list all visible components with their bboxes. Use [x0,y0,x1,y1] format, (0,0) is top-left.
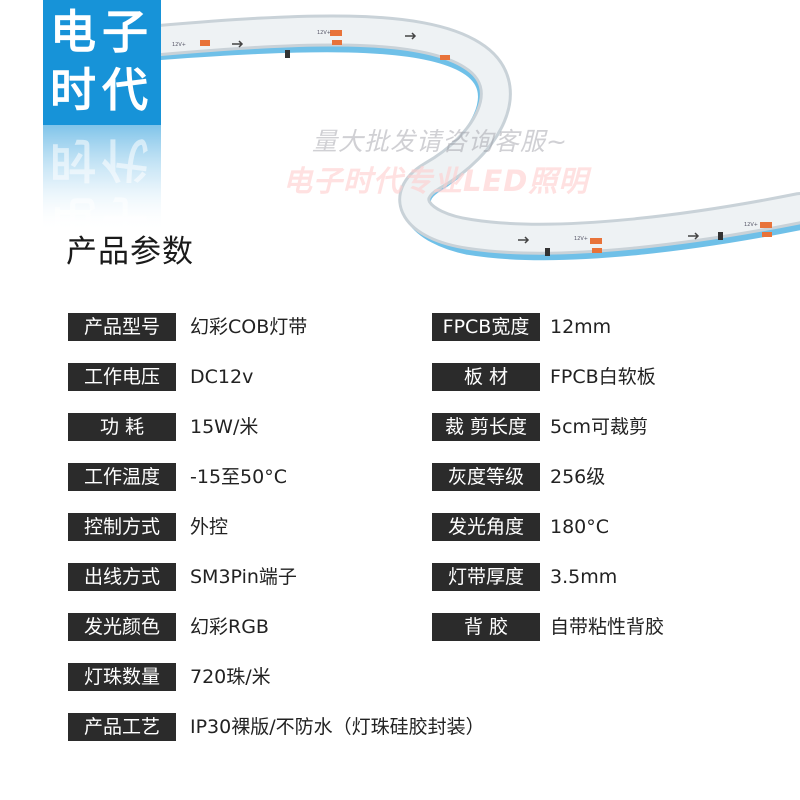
param-value: IP30裸版/不防水（灯珠硅胶封装） [190,716,485,738]
param-value: 180°C [550,516,610,538]
param-value: 自带粘性背胶 [550,616,665,638]
param-label: 发光颜色 [68,613,176,641]
param-value: 幻彩RGB [190,616,269,638]
param-value: DC12v [190,366,254,388]
param-label: 发光角度 [432,513,540,541]
param-label: 灯带厚度 [432,563,540,591]
param-label: 工作温度 [68,463,176,491]
param-value: 5cm可裁剪 [550,416,649,438]
param-value: 720珠/米 [190,666,271,688]
svg-text:12V+: 12V+ [317,30,331,36]
param-label: 裁 剪长度 [432,413,540,441]
logo-reflection: 电子 时代 [43,125,161,235]
led-strip-image: 12V+ 12V+ 12V+ 12V+ [144,14,800,261]
led-components [200,30,772,253]
param-label: 背 胶 [432,613,540,641]
param-value: 256级 [550,466,606,488]
svg-text:12V+: 12V+ [574,236,588,242]
brand-logo: 电子 时代 [43,0,161,125]
param-label: 产品工艺 [68,713,176,741]
svg-text:12V+: 12V+ [744,222,758,228]
param-label: 板 材 [432,363,540,391]
param-value: -15至50°C [190,466,287,488]
param-value: 15W/米 [190,416,259,438]
param-label: 灯珠数量 [68,663,176,691]
param-label: 功 耗 [68,413,176,441]
section-title: 产品参数 [66,234,194,270]
watermark-line-1: 量大批发请咨询客服~ [312,127,568,156]
param-label: 工作电压 [68,363,176,391]
param-label: 产品型号 [68,313,176,341]
param-label: 出线方式 [68,563,176,591]
param-value: FPCB白软板 [550,366,656,388]
param-value: 幻彩COB灯带 [190,316,308,338]
watermark-line-2: 电子时代专业LED照明 [283,164,589,198]
logo-line-2: 时代 [50,63,154,117]
logo-line-1: 电子 [50,5,154,59]
param-value: 3.5mm [550,566,618,588]
param-label: FPCB宽度 [432,313,540,341]
svg-text:12V+: 12V+ [172,42,186,48]
param-value: SM3Pin端子 [190,566,297,588]
param-value: 12mm [550,316,612,338]
param-label: 灰度等级 [432,463,540,491]
param-label: 控制方式 [68,513,176,541]
param-value: 外控 [190,516,229,538]
